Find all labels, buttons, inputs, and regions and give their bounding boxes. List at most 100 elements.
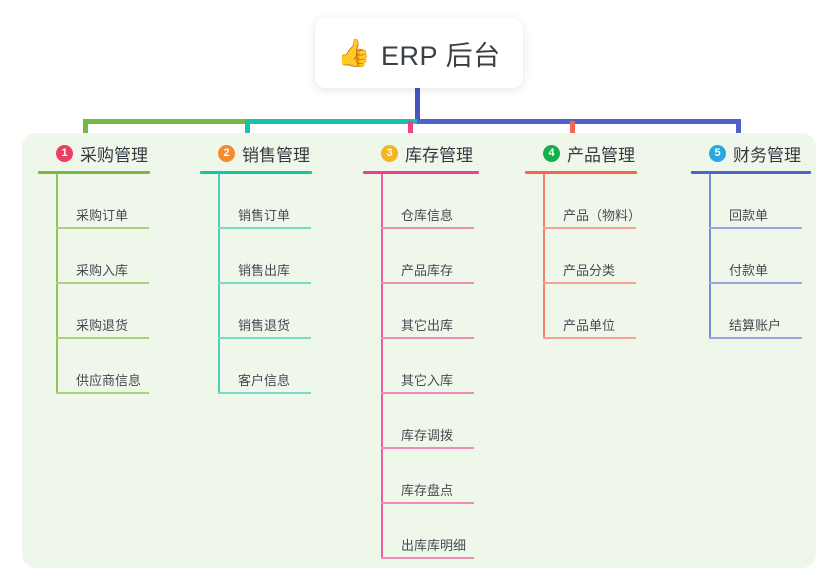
leaf-item[interactable]: 采购订单: [56, 174, 150, 229]
leaf-item[interactable]: 销售出库: [218, 229, 312, 284]
column-1: 1 采购管理采购订单采购入库采购退货供应商信息: [38, 140, 150, 394]
leaf-label: 仓库信息: [401, 208, 454, 223]
leaf-item[interactable]: 采购入库: [56, 229, 150, 284]
leaf-label: 结算账户: [729, 318, 782, 333]
leaf-underline: [56, 227, 149, 229]
leaf-item[interactable]: 库存调拨: [381, 394, 479, 449]
leaf-underline: [218, 227, 311, 229]
leaf-label: 产品分类: [563, 263, 616, 278]
leaf-label: 客户信息: [238, 373, 291, 388]
leaf-underline: [709, 337, 802, 339]
column-header-5[interactable]: 5 财务管理: [691, 140, 811, 166]
leaf-spine-2: [218, 174, 220, 394]
leaf-item[interactable]: 付款单: [709, 229, 811, 284]
leaf-item[interactable]: 产品库存: [381, 229, 479, 284]
leaf-spine-4: [543, 174, 545, 339]
leaf-item[interactable]: 客户信息: [218, 339, 312, 394]
column-3: 3 库存管理仓库信息产品库存其它出库其它入库库存调拨库存盘点出库库明细: [363, 140, 479, 559]
leaf-label: 销售订单: [238, 208, 291, 223]
leaf-item[interactable]: 仓库信息: [381, 174, 479, 229]
leaf-label: 采购订单: [76, 208, 129, 223]
leaf-spine-5: [709, 174, 711, 339]
leaf-spine-3: [381, 174, 383, 559]
leaf-label: 销售出库: [238, 263, 291, 278]
column-rule-2: [200, 171, 312, 174]
leaf-item[interactable]: 销售退货: [218, 284, 312, 339]
leaf-stack-3: 仓库信息产品库存其它出库其它入库库存调拨库存盘点出库库明细: [363, 174, 479, 559]
leaf-underline: [381, 337, 474, 339]
leaf-label: 产品（物料）: [563, 208, 642, 223]
leaf-underline: [543, 227, 636, 229]
leaf-label: 采购入库: [76, 263, 129, 278]
leaf-item[interactable]: 产品分类: [543, 229, 641, 284]
leaf-item[interactable]: 出库库明细: [381, 504, 479, 559]
leaf-spine-1: [56, 174, 58, 394]
root-node[interactable]: 👍 ERP 后台: [315, 18, 523, 88]
leaf-item[interactable]: 其它入库: [381, 339, 479, 394]
leaf-item[interactable]: 采购退货: [56, 284, 150, 339]
column-header-1[interactable]: 1 采购管理: [38, 140, 150, 166]
leaf-underline: [218, 282, 311, 284]
leaf-underline: [709, 282, 802, 284]
leaf-underline: [381, 502, 474, 504]
column-header-3[interactable]: 3 库存管理: [363, 140, 479, 166]
column-header-2[interactable]: 2 销售管理: [200, 140, 312, 166]
leaf-stack-5: 回款单付款单结算账户: [691, 174, 811, 339]
leaf-label: 采购退货: [76, 318, 129, 333]
column-title-3: 库存管理: [405, 145, 473, 165]
leaf-label: 供应商信息: [76, 373, 142, 388]
column-2: 2 销售管理销售订单销售出库销售退货客户信息: [200, 140, 312, 394]
leaf-underline: [709, 227, 802, 229]
leaf-underline: [56, 392, 149, 394]
diagram-panel: [22, 133, 816, 568]
thumbs-up-icon: 👍: [337, 37, 372, 68]
column-badge-1: 1: [56, 144, 73, 162]
column-title-5: 财务管理: [733, 145, 801, 165]
column-badge-3: 3: [381, 144, 398, 162]
column-4: 4 产品管理产品（物料） 产品分类产品单位: [525, 140, 641, 339]
column-badge-5: 5: [709, 144, 726, 162]
column-rule-1: [38, 171, 150, 174]
leaf-item[interactable]: 供应商信息: [56, 339, 150, 394]
leaf-label: 付款单: [729, 263, 769, 278]
leaf-label: 回款单: [729, 208, 769, 223]
leaf-label: 销售退货: [238, 318, 291, 333]
leaf-underline: [381, 557, 474, 559]
column-rule-3: [363, 171, 479, 174]
leaf-underline: [218, 392, 311, 394]
leaf-item[interactable]: 结算账户: [709, 284, 811, 339]
column-rule-4: [525, 171, 637, 174]
leaf-underline: [381, 227, 474, 229]
root-title: ERP 后台: [381, 40, 501, 71]
leaf-underline: [56, 282, 149, 284]
leaf-underline: [381, 392, 474, 394]
leaf-item[interactable]: 库存盘点: [381, 449, 479, 504]
leaf-label: 库存调拨: [401, 428, 454, 443]
column-rule-5: [691, 171, 811, 174]
column-badge-2: 2: [218, 144, 235, 162]
bus-segment-blue: [417, 119, 741, 124]
column-title-1: 采购管理: [80, 145, 148, 165]
leaf-stack-1: 采购订单采购入库采购退货供应商信息: [38, 174, 150, 394]
leaf-item[interactable]: 回款单: [709, 174, 811, 229]
bus-segment-green: [83, 119, 248, 124]
leaf-underline: [56, 337, 149, 339]
column-title-2: 销售管理: [242, 145, 310, 165]
leaf-underline: [543, 337, 636, 339]
leaf-label: 产品库存: [401, 263, 454, 278]
leaf-item[interactable]: 产品单位: [543, 284, 641, 339]
column-header-4[interactable]: 4 产品管理: [525, 140, 641, 166]
leaf-label: 其它入库: [401, 373, 454, 388]
leaf-label: 库存盘点: [401, 483, 454, 498]
leaf-item[interactable]: 产品（物料）: [543, 174, 641, 229]
leaf-stack-2: 销售订单销售出库销售退货客户信息: [200, 174, 312, 394]
column-5: 5 财务管理回款单付款单结算账户: [691, 140, 811, 339]
column-badge-4: 4: [543, 144, 560, 162]
leaf-item[interactable]: 销售订单: [218, 174, 312, 229]
leaf-underline: [218, 337, 311, 339]
leaf-underline: [381, 282, 474, 284]
leaf-item[interactable]: 其它出库: [381, 284, 479, 339]
leaf-label: 产品单位: [563, 318, 616, 333]
leaf-underline: [381, 447, 474, 449]
column-title-4: 产品管理: [567, 145, 635, 165]
